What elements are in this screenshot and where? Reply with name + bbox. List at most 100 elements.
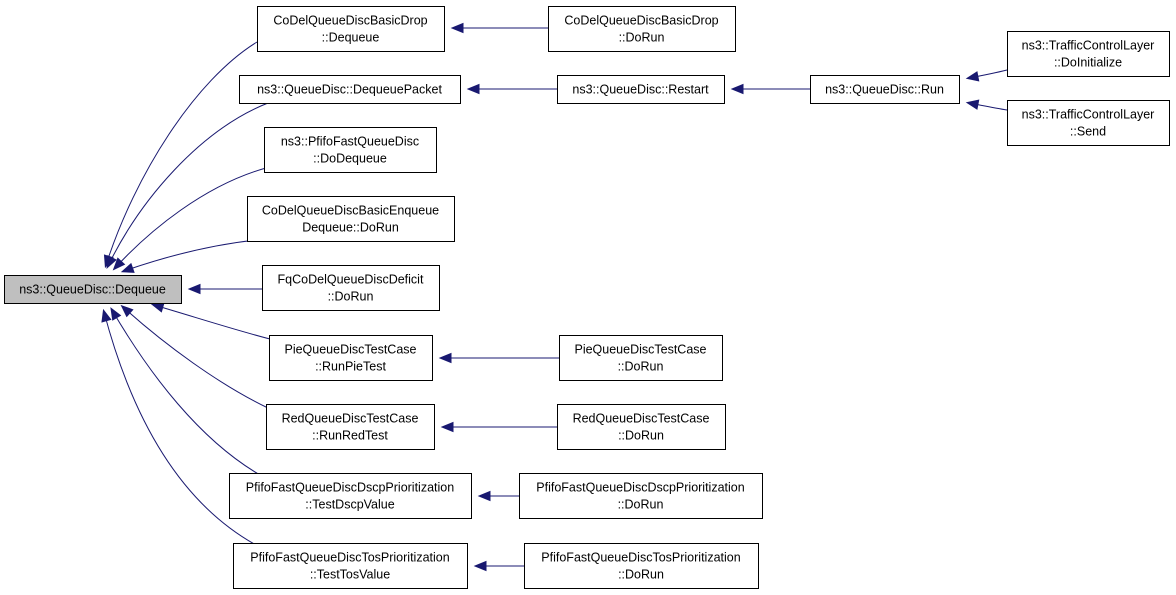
node-box — [1007, 100, 1170, 146]
node-label-line: ::DoDequeue — [313, 152, 387, 166]
node-label-line: ::TestTosValue — [310, 568, 390, 582]
arrowhead — [120, 262, 135, 273]
node-root[interactable]: ns3::QueueDisc::Dequeue — [4, 275, 182, 304]
arrowhead — [150, 302, 165, 313]
node-pie-dorun[interactable]: PieQueueDiscTestCase::DoRun — [559, 335, 723, 381]
node-pie-runpietest[interactable]: PieQueueDiscTestCase::RunPieTest — [269, 335, 433, 381]
arrowhead — [466, 83, 480, 95]
edge-line — [103, 311, 257, 546]
node-box — [233, 543, 468, 589]
arrowhead — [473, 560, 487, 572]
call-edge-pfifo-dscp-dorun-to-pfifo-dscp-testdscpvalue — [477, 490, 519, 502]
node-box — [229, 473, 472, 519]
arrowhead — [106, 255, 117, 269]
node-label-line: ::Send — [1070, 125, 1106, 139]
node-tcl-doinitialize[interactable]: ns3::TrafficControlLayer::DoInitialize — [1007, 31, 1170, 77]
call-edge-pfifo-tos-dorun-to-pfifo-tos-testtosvalue — [473, 560, 524, 572]
node-box — [264, 127, 437, 173]
call-edge-red-runredtest-to-root — [120, 304, 269, 409]
node-codel-basic-drop-dequeue[interactable]: CoDelQueueDiscBasicDrop::Dequeue — [257, 6, 445, 52]
node-label-line: RedQueueDiscTestCase — [282, 412, 419, 426]
node-label-line: ns3::QueueDisc::Restart — [572, 83, 709, 97]
node-label-line: PieQueueDiscTestCase — [574, 343, 706, 357]
call-edge-pfifo-dodequeue-to-root — [112, 167, 267, 271]
node-layer: ns3::QueueDisc::Dequeue CoDelQueueDiscBas… — [4, 6, 1170, 589]
node-label-line: ::TestDscpValue — [305, 498, 394, 512]
node-pfifo-dscp-testdscpvalue[interactable]: PfifoFastQueueDiscDscpPrioritization::Te… — [229, 473, 472, 519]
node-pfifo-tos-dorun[interactable]: PfifoFastQueueDiscTosPrioritization::DoR… — [524, 543, 759, 589]
node-label-line: ns3::TrafficControlLayer — [1022, 39, 1155, 53]
arrowhead — [477, 490, 491, 502]
call-edge-pfifo-tos-testtosvalue-to-root — [101, 308, 257, 546]
call-edge-restart-to-dequeue-packet — [466, 83, 557, 95]
arrowhead — [965, 71, 980, 82]
node-red-dorun[interactable]: RedQueueDiscTestCase::DoRun — [557, 404, 726, 450]
arrowhead — [187, 283, 201, 295]
call-edge-run-to-restart — [730, 83, 810, 95]
edge-line — [107, 102, 269, 267]
node-fqcodel-deficit-dorun[interactable]: FqCoDelQueueDiscDeficit::DoRun — [262, 265, 440, 311]
node-red-runredtest[interactable]: RedQueueDiscTestCase::RunRedTest — [266, 404, 435, 450]
node-label-line: PieQueueDiscTestCase — [284, 343, 416, 357]
arrowhead — [101, 308, 112, 323]
node-label-line: ::Dequeue — [322, 31, 380, 45]
node-label-line: ns3::QueueDisc::Run — [825, 83, 944, 97]
node-label-line: ::DoInitialize — [1054, 56, 1122, 70]
node-label-line: CoDelQueueDiscBasicEnqueue — [262, 204, 439, 218]
node-box — [548, 6, 736, 52]
node-pfifo-dodequeue[interactable]: ns3::PfifoFastQueueDisc::DoDequeue — [264, 127, 437, 173]
node-restart[interactable]: ns3::QueueDisc::Restart — [557, 75, 725, 104]
node-label-line: PfifoFastQueueDiscTosPrioritization — [541, 551, 740, 565]
call-edge-dequeue-packet-to-root — [106, 102, 269, 269]
node-codel-basic-drop-dorun[interactable]: CoDelQueueDiscBasicDrop::DoRun — [548, 6, 736, 52]
arrowhead — [730, 83, 744, 95]
arrowhead — [438, 352, 452, 364]
node-box — [810, 75, 960, 104]
node-run[interactable]: ns3::QueueDisc::Run — [810, 75, 960, 104]
edge-line — [122, 306, 269, 409]
node-label-line: RedQueueDiscTestCase — [573, 412, 710, 426]
node-label-line: ::DoRun — [618, 429, 664, 443]
node-box — [557, 75, 725, 104]
node-tcl-send[interactable]: ns3::TrafficControlLayer::Send — [1007, 100, 1170, 146]
node-label-line: ::DoRun — [618, 360, 664, 374]
node-box — [557, 404, 726, 450]
edge-line — [123, 238, 267, 272]
call-edge-tcl-send-to-run — [965, 99, 1008, 111]
call-edge-tcl-doinitialize-to-run — [965, 69, 1008, 82]
node-label-line: ns3::PfifoFastQueueDisc — [281, 135, 419, 149]
node-label-line: PfifoFastQueueDiscTosPrioritization — [250, 551, 449, 565]
node-label-line: FqCoDelQueueDiscDeficit — [278, 273, 424, 287]
call-edge-fqcodel-deficit-dorun-to-root — [187, 283, 262, 295]
node-box — [266, 404, 435, 450]
node-label-line: ::DoRun — [619, 31, 665, 45]
node-label-line: ::RunPieTest — [315, 360, 386, 374]
node-box — [257, 6, 445, 52]
node-label-line: ns3::QueueDisc::Dequeue — [19, 283, 166, 297]
node-box — [1007, 31, 1170, 77]
edge-line — [111, 309, 261, 476]
call-edge-pie-runpietest-to-root — [150, 302, 271, 340]
edge-line — [114, 167, 267, 269]
node-box — [4, 275, 182, 304]
node-label-line: ns3::TrafficControlLayer — [1022, 108, 1155, 122]
arrowhead — [110, 307, 122, 321]
node-pfifo-dscp-dorun[interactable]: PfifoFastQueueDiscDscpPrioritization::Do… — [519, 473, 763, 519]
node-box — [559, 335, 723, 381]
node-box — [519, 473, 763, 519]
call-edge-pfifo-dscp-testdscpvalue-to-root — [110, 307, 261, 476]
node-pfifo-tos-testtosvalue[interactable]: PfifoFastQueueDiscTosPrioritization::Tes… — [233, 543, 468, 589]
node-label-line: PfifoFastQueueDiscDscpPrioritization — [536, 481, 744, 495]
arrowhead — [120, 304, 134, 318]
edge-line — [153, 304, 271, 340]
arrowhead — [440, 421, 454, 433]
call-edge-red-dorun-to-red-runredtest — [440, 421, 557, 433]
node-box — [269, 335, 433, 381]
arrowhead — [450, 22, 464, 34]
call-edge-codel-basic-drop-dorun-to-codel-basic-drop-dequeue — [450, 22, 548, 34]
node-label-line: ::DoRun — [618, 498, 664, 512]
node-label-line: CoDelQueueDiscBasicDrop — [273, 14, 427, 28]
node-dequeue-packet[interactable]: ns3::QueueDisc::DequeuePacket — [239, 75, 461, 104]
